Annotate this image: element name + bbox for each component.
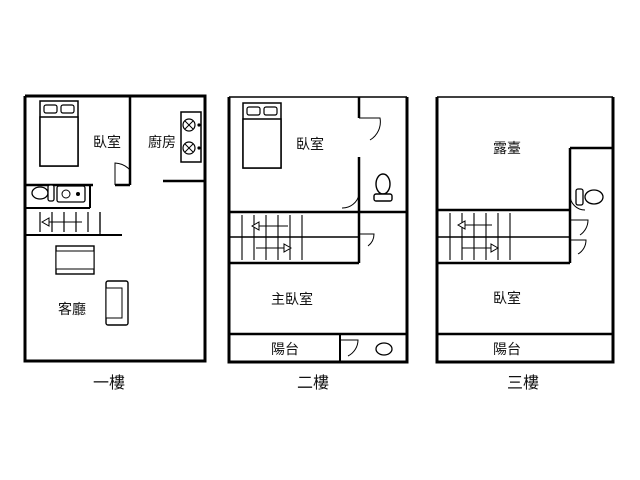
- door-swing-icon: [340, 117, 381, 357]
- room-label: 廚房: [148, 134, 176, 151]
- room-label: 露臺: [493, 141, 521, 157]
- toilet-icon: [31, 184, 55, 202]
- bed-icon: [242, 102, 282, 169]
- floor-3: 露臺 臥室 陽台 三樓: [435, 96, 615, 392]
- stove-icon: [180, 111, 202, 163]
- floor-1: 臥室 廚房 客廳 一樓: [23, 94, 207, 392]
- floor-label: 三樓: [507, 373, 539, 392]
- sofa-icon: [105, 280, 129, 326]
- door-swing-icon: [114, 162, 131, 185]
- floor-2: 臥室 主臥室 陽台 二樓: [227, 96, 409, 392]
- stairs-icon: [39, 212, 101, 235]
- room-label: 主臥室: [271, 291, 313, 308]
- toilet-icon: [375, 342, 393, 356]
- toilet-icon: [373, 173, 393, 202]
- floor-label: 二樓: [297, 373, 329, 392]
- room-label: 臥室: [493, 290, 521, 307]
- door-swing-icon: [569, 194, 589, 255]
- room-label: 臥室: [296, 136, 324, 153]
- sink-icon: [56, 185, 86, 203]
- table-icon: [55, 245, 95, 275]
- stairs-icon: [437, 213, 570, 260]
- floor-label: 一樓: [93, 373, 125, 392]
- toilet-icon: [575, 188, 604, 206]
- bed-icon: [39, 100, 79, 167]
- stairs-icon: [229, 215, 359, 260]
- room-label: 陽台: [493, 342, 521, 358]
- room-label: 臥室: [93, 134, 121, 151]
- room-label: 陽台: [271, 342, 299, 358]
- room-label: 客廳: [58, 301, 86, 318]
